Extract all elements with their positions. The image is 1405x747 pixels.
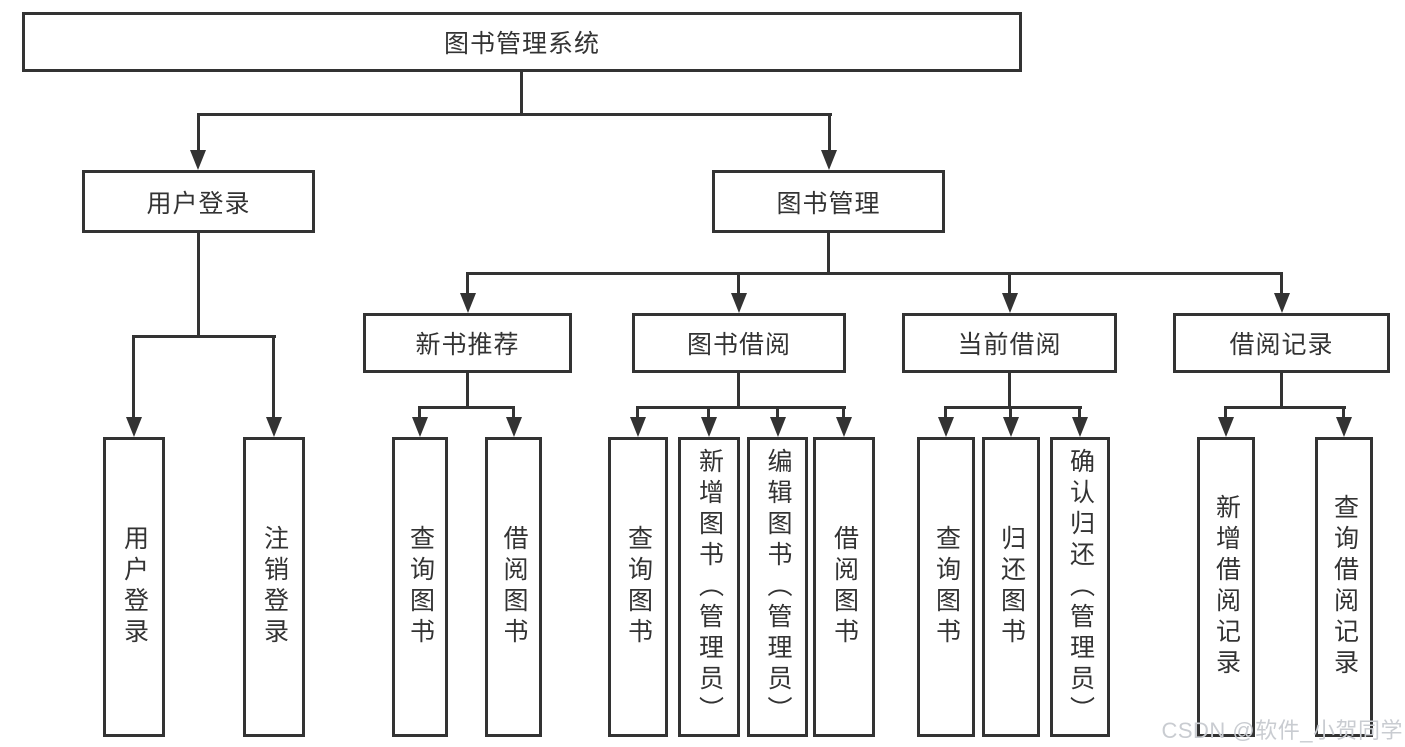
connector-line [1008, 272, 1011, 295]
csdn-watermark: CSDN @软件_小贺同学 [1161, 718, 1403, 743]
leaf-label: 查询借阅记录 [1330, 494, 1359, 680]
node-library-management-system: 图书管理系统 [22, 12, 1022, 72]
node-label: 图书管理系统 [443, 30, 600, 58]
leaf-label: 查询图书 [406, 525, 435, 649]
leaf-label: 确认归还（管理员） [1066, 447, 1095, 727]
connector-line [707, 406, 710, 419]
leaf-current-confirm-return-admin: 确认归还（管理员） [1050, 437, 1110, 737]
node-book-borrowing: 图书借阅 [632, 313, 846, 373]
connector-line [1224, 406, 1346, 409]
connector-line [944, 406, 947, 419]
connector-line [418, 406, 421, 419]
arrow-down-icon [412, 417, 428, 437]
arrow-down-icon [630, 417, 646, 437]
leaf-newbook-borrow-books: 借阅图书 [485, 437, 542, 737]
node-user-login: 用户登录 [82, 170, 315, 233]
leaf-user-login: 用户登录 [103, 437, 165, 737]
arrow-down-icon [938, 417, 954, 437]
leaf-borrow-query-books: 查询图书 [608, 437, 668, 737]
connector-line [636, 406, 639, 419]
connector-line [466, 373, 469, 409]
connector-line [466, 272, 1283, 275]
arrow-down-icon [836, 417, 852, 437]
leaf-label: 新增图书（管理员） [695, 447, 724, 727]
connector-line [1280, 373, 1283, 409]
leaf-label: 借阅图书 [500, 525, 528, 649]
connector-line [842, 406, 845, 419]
connector-line [466, 272, 469, 295]
leaf-logout: 注销登录 [243, 437, 305, 737]
node-label: 图书管理 [776, 189, 881, 218]
leaf-label: 借阅图书 [830, 525, 859, 649]
connector-line [512, 406, 515, 419]
leaf-label: 注销登录 [260, 525, 289, 649]
connector-line [944, 406, 1082, 409]
connector-line [1342, 406, 1345, 419]
leaf-borrow-borrow-books: 借阅图书 [813, 437, 875, 737]
connector-line [418, 406, 515, 409]
connector-line [776, 406, 779, 419]
leaf-borrow-edit-books-admin: 编辑图书（管理员） [747, 437, 808, 737]
leaf-label: 查询图书 [932, 525, 961, 649]
node-current-borrowing: 当前借阅 [902, 313, 1117, 373]
leaf-newbook-query-books: 查询图书 [392, 437, 448, 737]
connector-line [197, 113, 200, 152]
leaf-label: 用户登录 [120, 525, 149, 649]
arrow-down-icon [266, 417, 282, 437]
connector-line [737, 373, 740, 409]
connector-line [1078, 406, 1081, 419]
arrow-down-icon [506, 417, 522, 437]
arrow-down-icon [460, 293, 476, 313]
leaf-label: 新增借阅记录 [1212, 494, 1241, 680]
leaf-current-query-books: 查询图书 [917, 437, 975, 737]
connector-line [1224, 406, 1227, 419]
leaf-label: 查询图书 [624, 525, 653, 649]
connector-line [197, 113, 832, 116]
connector-line [1008, 373, 1011, 409]
arrow-down-icon [1072, 417, 1088, 437]
arrow-down-icon [1336, 417, 1352, 437]
connector-line [1280, 272, 1283, 295]
connector-line [272, 335, 275, 417]
arrow-down-icon [1003, 417, 1019, 437]
leaf-label: 归还图书 [997, 525, 1026, 649]
connector-line [828, 113, 831, 152]
leaf-current-return-books: 归还图书 [982, 437, 1040, 737]
node-label: 借阅记录 [1229, 331, 1334, 359]
connector-line [1009, 406, 1012, 419]
arrow-down-icon [1002, 293, 1018, 313]
node-borrowing-records: 借阅记录 [1173, 313, 1390, 373]
connector-line [132, 335, 135, 417]
arrow-down-icon [126, 417, 142, 437]
arrow-down-icon [731, 293, 747, 313]
node-label: 新书推荐 [415, 331, 520, 359]
arrow-down-icon [1274, 293, 1290, 313]
arrow-down-icon [770, 417, 786, 437]
node-book-management: 图书管理 [712, 170, 945, 233]
leaf-records-query-borrow-record: 查询借阅记录 [1315, 437, 1373, 737]
connector-line [737, 272, 740, 295]
leaf-borrow-add-books-admin: 新增图书（管理员） [678, 437, 740, 737]
node-label: 用户登录 [146, 189, 251, 218]
connector-line [636, 406, 846, 409]
node-new-book-recommendation: 新书推荐 [363, 313, 572, 373]
arrow-down-icon [701, 417, 717, 437]
connector-line [520, 72, 523, 116]
arrow-down-icon [821, 150, 837, 170]
connector-line [197, 233, 200, 337]
arrow-down-icon [190, 150, 206, 170]
connector-line [132, 335, 276, 338]
node-label: 图书借阅 [686, 331, 791, 359]
leaf-label: 编辑图书（管理员） [764, 447, 792, 727]
leaf-records-add-borrow-record: 新增借阅记录 [1197, 437, 1255, 737]
node-label: 当前借阅 [957, 331, 1062, 359]
arrow-down-icon [1218, 417, 1234, 437]
connector-line [827, 233, 830, 275]
